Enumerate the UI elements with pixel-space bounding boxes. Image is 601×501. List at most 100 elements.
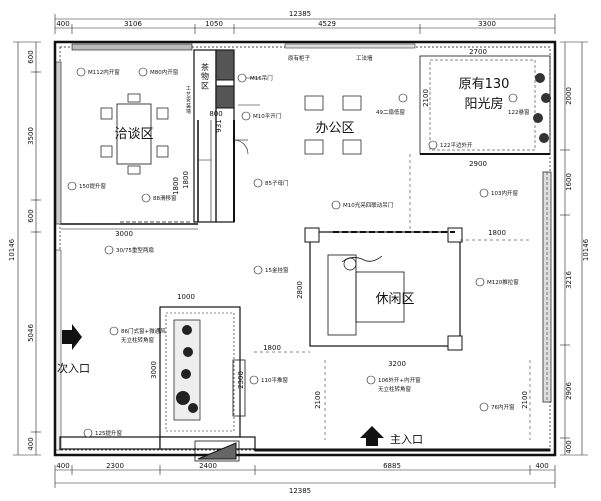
left-wall-window bbox=[55, 61, 62, 225]
dashed-guidelines bbox=[254, 154, 531, 440]
bottom-dim-3: 2400 bbox=[199, 462, 217, 470]
planter-room bbox=[159, 306, 246, 438]
callout-C7: 86门式窗+微通风 无立柱转角窗 bbox=[109, 326, 166, 344]
svg-text:122悬窗: 122悬窗 bbox=[508, 108, 530, 116]
inner-dim-2100-a: 2100 bbox=[314, 391, 322, 409]
right-dim-1: 2000 bbox=[565, 87, 573, 105]
bottom-dim-5: 400 bbox=[535, 462, 548, 470]
right-dim-4: 2906 bbox=[565, 382, 573, 400]
inner-dim-3000: 3000 bbox=[115, 230, 133, 238]
callout-P3: 122悬窗 bbox=[508, 93, 530, 116]
svg-text:150提升窗: 150提升窗 bbox=[79, 182, 106, 190]
svg-text:M16吊门: M16吊门 bbox=[250, 74, 273, 82]
inner-dim-2700: 2700 bbox=[469, 48, 487, 56]
svg-text:M112内开窗: M112内开窗 bbox=[88, 68, 120, 76]
callout-C1: M112内开窗 bbox=[76, 67, 120, 77]
top-dim-4: 4529 bbox=[318, 20, 336, 28]
inner-dim-1800-leisure: 1800 bbox=[263, 344, 281, 352]
svg-text:M10平开门: M10平开门 bbox=[253, 112, 281, 120]
callout-T3: 30/75重型两扇 bbox=[104, 245, 154, 255]
leisure-area bbox=[304, 227, 463, 351]
svg-text:M120推拉窗: M120推拉窗 bbox=[487, 278, 519, 286]
top-dimension-lines bbox=[54, 14, 556, 34]
left-dim-5: 400 bbox=[27, 437, 35, 450]
left-total-dim: 10146 bbox=[8, 238, 16, 261]
room-sunroom-line1: 原有130 bbox=[459, 77, 510, 92]
inner-dim-2800: 2800 bbox=[296, 281, 304, 299]
inner-dim-1800-tea: 1800 bbox=[182, 171, 190, 189]
sunroom bbox=[419, 55, 551, 155]
room-tea: 茶物区 bbox=[201, 62, 209, 90]
bottom-dim-2: 2300 bbox=[106, 462, 124, 470]
inner-dim-1800-right: 1800 bbox=[488, 229, 506, 237]
bottom-dim-1: 400 bbox=[56, 462, 69, 470]
svg-text:49二扇低窗: 49二扇低窗 bbox=[376, 108, 405, 116]
bottom-dim-4: 6885 bbox=[383, 462, 401, 470]
inner-dim-3200: 3200 bbox=[388, 360, 406, 368]
top-cabinet-band bbox=[284, 43, 416, 49]
svg-text:M10光亮四联动吊门: M10光亮四联动吊门 bbox=[343, 201, 393, 209]
callout-C9: 106外开+内开窗 无立柱转角窗 bbox=[366, 375, 421, 393]
callout-C5: 15金挂窗 bbox=[253, 265, 289, 275]
callout-C3: 150提升窗 bbox=[67, 181, 106, 191]
callout-C4: 103内开窗 bbox=[479, 188, 518, 198]
top-dim-1: 400 bbox=[56, 20, 69, 28]
callout-C6: M120推拉窗 bbox=[475, 277, 519, 287]
svg-text:无立柱转角窗: 无立柱转角窗 bbox=[121, 336, 155, 344]
inner-dim-931: 931 bbox=[215, 119, 223, 132]
left-wall-lower bbox=[55, 249, 62, 451]
entrance-secondary: 次入口 bbox=[57, 361, 90, 375]
label-craft-wall-top: 工法墙 bbox=[356, 54, 373, 62]
room-negotiation: 洽谈区 bbox=[114, 127, 153, 142]
room-sunroom-line2: 阳光房 bbox=[464, 96, 503, 112]
callout-S1: 122平边外开 bbox=[428, 140, 473, 150]
callout-C11: 125提升窗 bbox=[83, 428, 122, 438]
svg-text:M80内开窗: M80内开窗 bbox=[150, 68, 179, 76]
plant-icon-sunroom bbox=[533, 73, 551, 143]
inner-dim-1000: 1000 bbox=[177, 293, 195, 301]
callout-P2: M10平开门 bbox=[241, 111, 281, 121]
svg-text:103内开窗: 103内开窗 bbox=[491, 189, 518, 197]
bottom-dimension-lines bbox=[54, 465, 556, 488]
right-dim-5: 400 bbox=[565, 440, 573, 453]
callout-C2: M80内开窗 bbox=[138, 67, 179, 77]
secondary-entrance-arrow-icon bbox=[62, 324, 82, 350]
svg-text:85子母门: 85子母门 bbox=[265, 179, 289, 187]
svg-text:110平推窗: 110平推窗 bbox=[261, 376, 288, 384]
callout-C10: 76内开窗 bbox=[479, 402, 515, 412]
entrance-main: 主入口 bbox=[390, 433, 423, 446]
left-dim-1: 600 bbox=[27, 50, 35, 63]
room-leisure: 休闲区 bbox=[375, 292, 414, 307]
room-craft-wall: 工艺安装墙 bbox=[186, 86, 191, 115]
inner-dim-3000-v: 3000 bbox=[150, 361, 158, 379]
top-window-band bbox=[71, 43, 193, 51]
main-entrance-arrow-icon bbox=[360, 426, 384, 446]
right-dimension-lines bbox=[560, 41, 588, 456]
callout-T1: 49二扇低窗 bbox=[376, 93, 408, 116]
inner-dim-1800-nego: 1800 bbox=[172, 177, 180, 195]
top-total-dim: 12385 bbox=[289, 10, 311, 18]
svg-text:125提升窗: 125提升窗 bbox=[95, 429, 122, 437]
svg-text:无立柱转角窗: 无立柱转角窗 bbox=[378, 385, 412, 393]
plant-icon-planter bbox=[176, 325, 198, 413]
inner-dim-2900: 2900 bbox=[469, 160, 487, 168]
svg-text:106外开+内开窗: 106外开+内开窗 bbox=[378, 376, 421, 384]
right-dim-2: 1600 bbox=[565, 173, 573, 191]
right-dim-3: 3216 bbox=[565, 271, 573, 289]
inner-dim-800: 800 bbox=[209, 110, 222, 118]
callout-P1: M16吊门 bbox=[237, 73, 273, 83]
office-area bbox=[238, 77, 362, 155]
room-office: 办公区 bbox=[315, 121, 354, 136]
label-original-cabinet: 原有柜子 bbox=[288, 54, 311, 62]
svg-text:122平边外开: 122平边外开 bbox=[440, 141, 473, 149]
negotiation-room bbox=[61, 93, 198, 230]
inner-dim-2100-b: 2100 bbox=[521, 391, 529, 409]
left-dim-2: 3500 bbox=[27, 127, 35, 145]
callout-C8: 110平推窗 bbox=[249, 375, 288, 385]
callout-F2: 88滑移窗 bbox=[141, 193, 177, 203]
bottom-walls bbox=[59, 436, 551, 462]
svg-text:86门式窗+微通风: 86门式窗+微通风 bbox=[121, 327, 166, 335]
svg-text:30/75重型两扇: 30/75重型两扇 bbox=[116, 246, 154, 254]
left-dim-3: 600 bbox=[27, 209, 35, 222]
